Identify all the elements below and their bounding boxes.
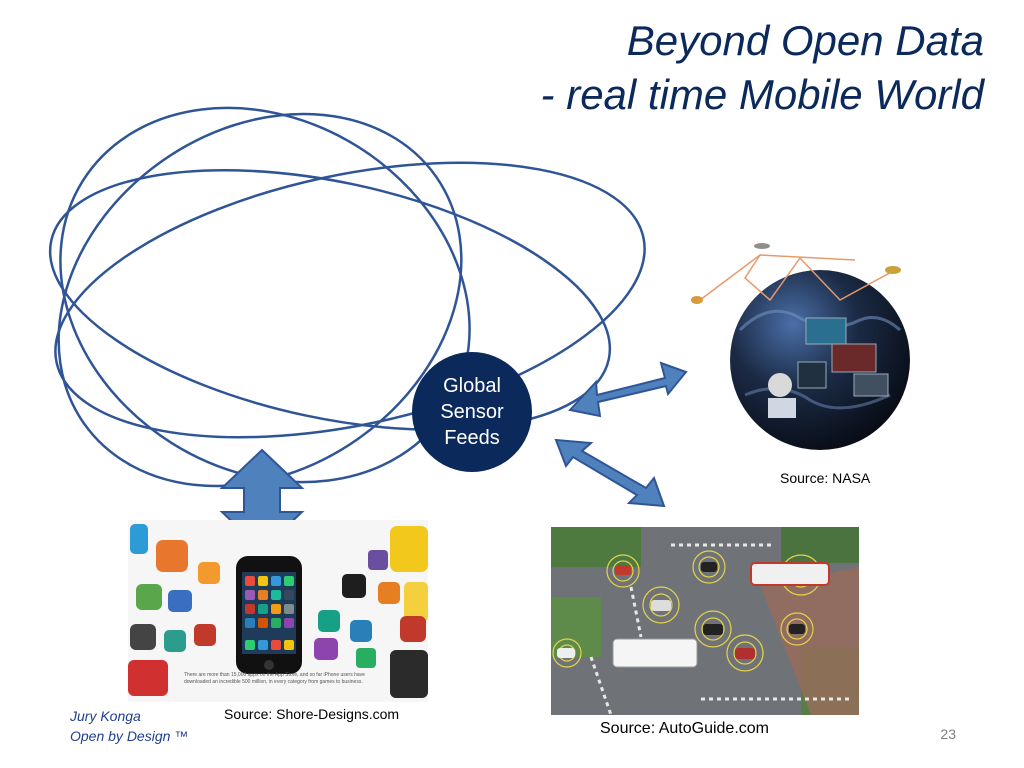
slide-number: 23 bbox=[940, 726, 956, 742]
nasa-globe-image bbox=[691, 243, 910, 450]
orbit-lines bbox=[0, 33, 669, 563]
smartphone-image-caption: There are more than 15,000 apps on the A… bbox=[184, 672, 370, 686]
globe-double-arrow bbox=[570, 363, 686, 416]
hub-label-line-3: Feeds bbox=[444, 425, 500, 451]
global-sensor-feeds-hub: Global Sensor Feeds bbox=[412, 352, 532, 472]
footer-author-block: Jury Konga Open by Design ™ bbox=[70, 706, 188, 746]
footer-author: Jury Konga bbox=[70, 706, 188, 726]
connected-traffic-image bbox=[551, 527, 859, 715]
traffic-double-arrow bbox=[556, 440, 664, 506]
orbit-ellipse-1 bbox=[31, 115, 670, 484]
hub-label-line-1: Global bbox=[443, 373, 501, 399]
connected-traffic-illustration bbox=[551, 527, 859, 715]
footer-tagline: Open by Design ™ bbox=[70, 726, 188, 746]
source-shore-designs: Source: Shore-Designs.com bbox=[224, 706, 399, 722]
smartphone-apps-image: There are more than 15,000 apps on the A… bbox=[128, 520, 428, 702]
hub-label-line-2: Sensor bbox=[440, 399, 503, 425]
source-autoguide: Source: AutoGuide.com bbox=[600, 720, 769, 738]
source-nasa: Source: NASA bbox=[780, 470, 870, 486]
